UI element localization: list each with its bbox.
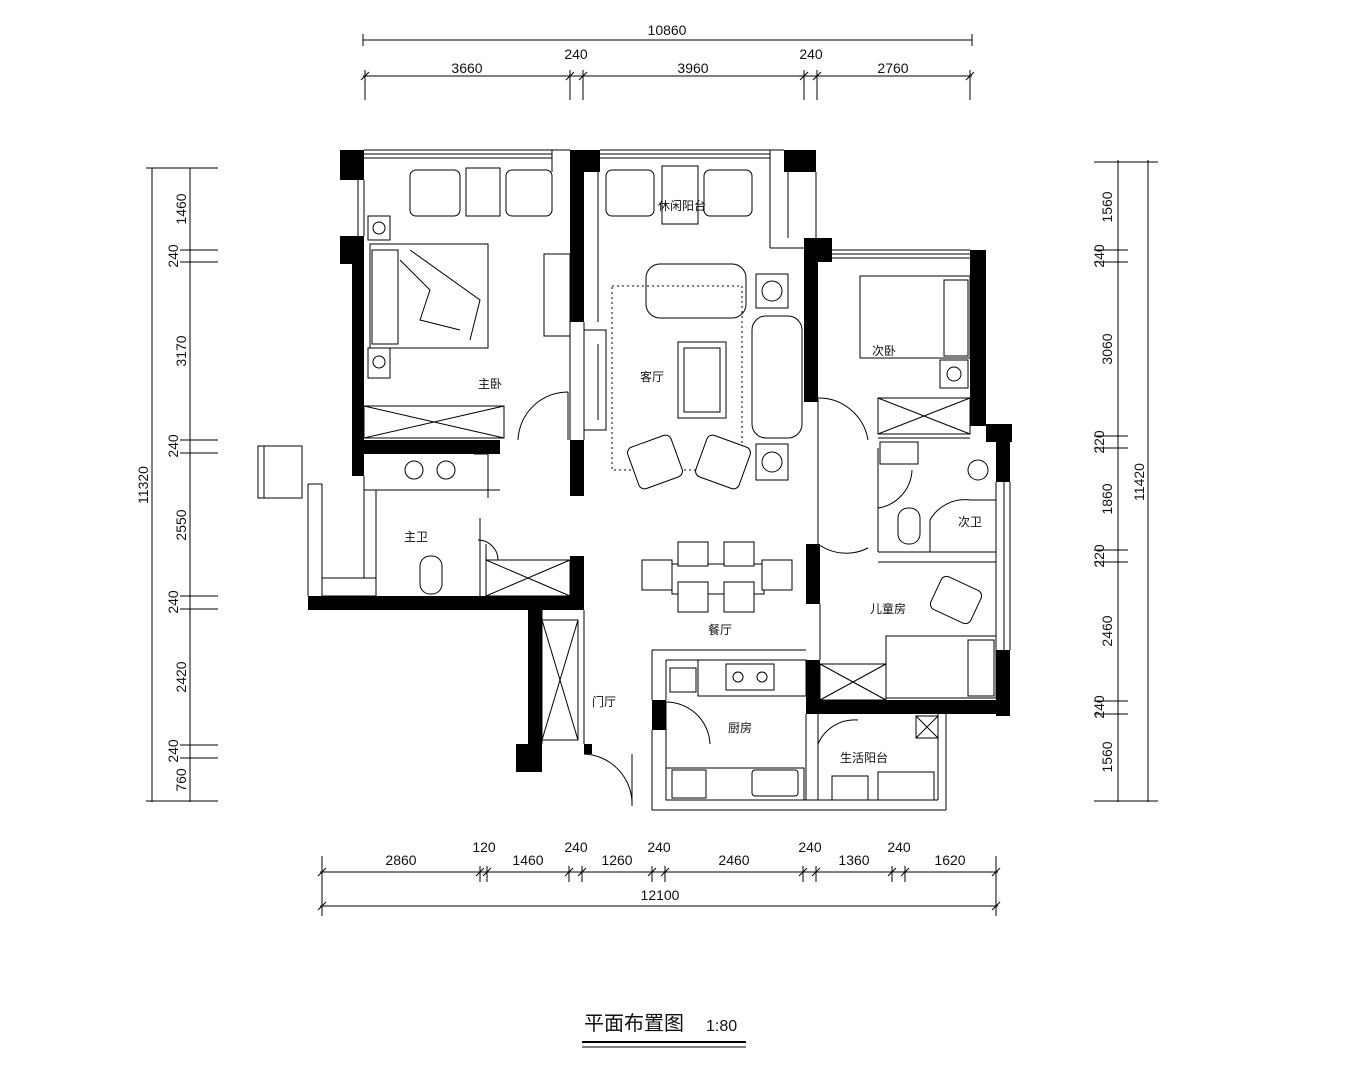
dim-left: 240 xyxy=(165,590,181,614)
plan-title: 平面布置图 xyxy=(584,1011,684,1035)
sofa-icon xyxy=(751,315,803,439)
dim-right: 240 xyxy=(1091,695,1107,719)
room-label-utility-balcony: 生活阳台 xyxy=(840,750,888,765)
chair-icon xyxy=(723,581,755,613)
room-label-master-bedroom: 主卧 xyxy=(478,377,502,391)
room-label-master-bath: 主卫 xyxy=(404,530,428,544)
dim-bottom: 240 xyxy=(647,839,671,855)
dim-bottom: 1360 xyxy=(838,852,869,868)
chair-icon xyxy=(761,559,793,591)
room-label-kids-room: 儿童房 xyxy=(870,601,906,616)
dim-right: 1860 xyxy=(1099,483,1115,514)
washer-icon xyxy=(831,775,869,801)
walls xyxy=(308,150,1012,772)
drawing-title: 平面布置图 1:80 xyxy=(582,1011,746,1048)
toilet-icon xyxy=(419,555,443,595)
side-table-icon xyxy=(465,167,501,217)
dim-bottom: 240 xyxy=(798,839,822,855)
dim-bottom: 1460 xyxy=(512,852,543,868)
sink-icon xyxy=(967,459,989,481)
dim-left: 3170 xyxy=(173,335,189,366)
dim-bottom-total: 12100 xyxy=(641,887,680,903)
dim-top: 3660 xyxy=(451,60,482,76)
side-table-icon xyxy=(661,165,699,225)
toilet-icon xyxy=(897,507,921,545)
furniture xyxy=(321,165,997,801)
chair-icon xyxy=(641,559,673,591)
dim-right: 1560 xyxy=(1099,191,1115,222)
bottom-dimension-chain: 2860 120 1460 240 1260 240 2460 240 1360… xyxy=(317,839,1001,916)
sink-icon xyxy=(404,460,424,480)
room-label-living-room: 客厅 xyxy=(640,369,664,384)
right-dimension-chain: 1560 240 3060 220 1860 220 2460 240 1560… xyxy=(1091,160,1158,802)
dim-left: 2420 xyxy=(173,661,189,692)
dim-top: 3960 xyxy=(677,60,708,76)
dim-right-total: 11420 xyxy=(1131,463,1147,501)
dim-left: 1460 xyxy=(173,193,189,224)
room-label-entrance-hall: 门厅 xyxy=(592,694,616,709)
room-label-kitchen: 厨房 xyxy=(728,720,752,735)
dim-left-total: 11320 xyxy=(135,466,151,504)
armchair-icon xyxy=(605,169,655,217)
dim-bottom: 1620 xyxy=(934,852,965,868)
room-label-dining-room: 餐厅 xyxy=(708,622,732,637)
dim-right: 2460 xyxy=(1099,615,1115,646)
dim-bottom: 240 xyxy=(564,839,588,855)
plan-scale: 1:80 xyxy=(706,1018,737,1035)
dim-left: 240 xyxy=(165,244,181,268)
armchair-icon xyxy=(695,434,751,490)
chair-icon xyxy=(677,541,709,567)
chair-icon xyxy=(723,541,755,567)
fridge-icon xyxy=(671,769,707,799)
dim-right: 240 xyxy=(1091,244,1107,268)
lamp-icon xyxy=(761,280,783,302)
lamp-icon xyxy=(761,451,783,473)
dim-right: 3060 xyxy=(1099,333,1115,364)
pillow-icon xyxy=(943,279,969,357)
pillow-icon xyxy=(967,639,995,697)
sofa-icon xyxy=(645,263,747,319)
dim-top: 240 xyxy=(564,46,588,62)
kitchen-sink-icon xyxy=(751,769,799,797)
sink-icon xyxy=(436,460,456,480)
armchair-icon xyxy=(409,169,461,217)
dim-top: 240 xyxy=(799,46,823,62)
dim-bottom: 1260 xyxy=(601,852,632,868)
top-dimension-chain: 10860 3660 240 3960 240 2760 xyxy=(360,22,975,100)
armchair-icon xyxy=(505,169,553,217)
left-dimension-chain: 11320 1460 240 3170 240 2550 240 2420 24… xyxy=(135,167,218,802)
dim-right: 220 xyxy=(1091,544,1107,568)
room-labels: 主卧 客厅 休闲阳台 次卧 主卫 次卫 餐厅 儿童房 门厅 厨房 生活阳台 xyxy=(404,198,982,765)
dim-left: 240 xyxy=(165,739,181,763)
chair-icon xyxy=(677,581,709,613)
pillow-icon xyxy=(371,249,399,345)
dim-right: 1560 xyxy=(1099,741,1115,772)
armchair-icon xyxy=(627,434,683,490)
dim-bottom: 240 xyxy=(887,839,911,855)
wall-outlines xyxy=(257,149,1011,811)
dim-top: 2760 xyxy=(877,60,908,76)
dim-left: 760 xyxy=(173,768,189,792)
armchair-icon xyxy=(703,169,753,217)
room-label-leisure-balcony: 休闲阳台 xyxy=(658,198,706,213)
dim-left: 2550 xyxy=(173,509,189,540)
dim-bottom: 120 xyxy=(472,839,496,855)
dim-bottom: 2860 xyxy=(385,852,416,868)
armchair-icon xyxy=(929,575,983,625)
tv-cabinet-icon xyxy=(583,329,607,431)
bathtub-icon xyxy=(321,577,377,597)
dim-bottom: 2460 xyxy=(718,852,749,868)
room-label-second-bath: 次卫 xyxy=(958,515,982,529)
dim-left: 240 xyxy=(165,434,181,458)
laundry-sink-icon xyxy=(877,771,935,801)
room-label-second-bedroom: 次卧 xyxy=(872,344,896,358)
dim-top-total: 10860 xyxy=(648,22,687,38)
dim-right: 220 xyxy=(1091,430,1107,454)
tv-cabinet-icon xyxy=(543,253,571,337)
vanity-icon xyxy=(879,441,919,465)
